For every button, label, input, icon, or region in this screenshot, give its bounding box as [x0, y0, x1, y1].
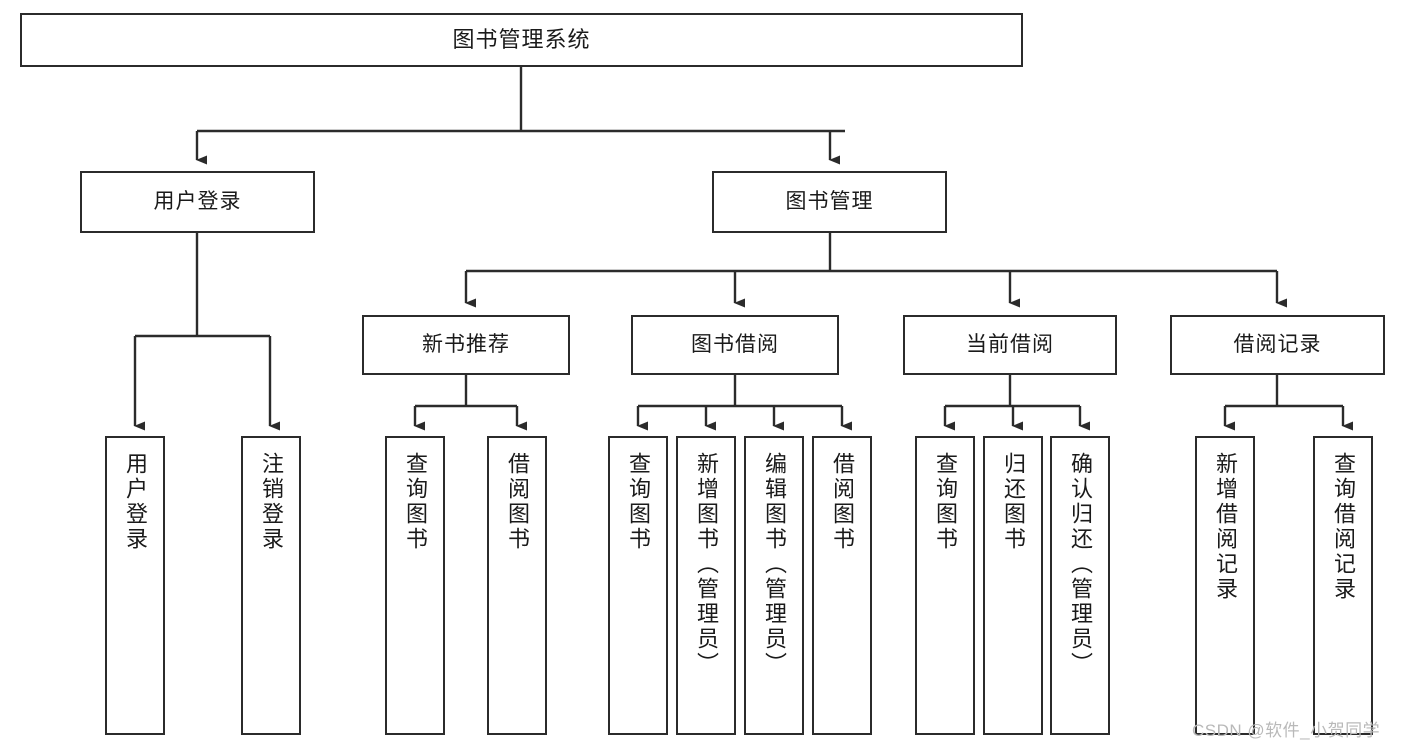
- node-leaf-borrow-book[interactable]: 借阅图书: [812, 436, 872, 735]
- node-leaf-edit-book-admin[interactable]: 编辑图书（管理员）: [744, 436, 804, 735]
- node-label: 查询借阅记录: [1331, 452, 1356, 602]
- node-new-book-recommend[interactable]: 新书推荐: [362, 315, 570, 375]
- node-label: 查询图书: [403, 452, 428, 552]
- node-label: 用户登录: [153, 189, 242, 213]
- node-label: 查询图书: [933, 452, 958, 552]
- node-label: 编辑图书（管理员）: [762, 452, 787, 677]
- node-label: 用户登录: [123, 452, 148, 552]
- node-leaf-logout[interactable]: 注销登录: [241, 436, 301, 735]
- node-label: 新增借阅记录: [1213, 452, 1238, 602]
- node-label: 当前借阅: [966, 332, 1054, 356]
- node-current-borrow[interactable]: 当前借阅: [903, 315, 1117, 375]
- node-label: 新书推荐: [422, 332, 510, 356]
- node-leaf-query-book-current[interactable]: 查询图书: [915, 436, 975, 735]
- node-leaf-query-book-newbook[interactable]: 查询图书: [385, 436, 445, 735]
- node-leaf-add-book-admin[interactable]: 新增图书（管理员）: [676, 436, 736, 735]
- node-borrow-records[interactable]: 借阅记录: [1170, 315, 1385, 375]
- watermark: CSDN @软件_小贺同学: [1192, 721, 1381, 740]
- node-leaf-add-borrow-record[interactable]: 新增借阅记录: [1195, 436, 1255, 735]
- node-label: 图书管理: [785, 189, 874, 213]
- node-label: 归还图书: [1001, 452, 1026, 552]
- node-book-management[interactable]: 图书管理: [712, 171, 947, 233]
- node-leaf-return-book[interactable]: 归还图书: [983, 436, 1043, 735]
- node-user-login[interactable]: 用户登录: [80, 171, 315, 233]
- node-label: 图书借阅: [691, 332, 779, 356]
- node-label: 借阅记录: [1233, 332, 1322, 356]
- node-label: 借阅图书: [505, 452, 530, 552]
- node-leaf-user-login[interactable]: 用户登录: [105, 436, 165, 735]
- node-leaf-confirm-return-admin[interactable]: 确认归还（管理员）: [1050, 436, 1110, 735]
- node-book-borrow[interactable]: 图书借阅: [631, 315, 839, 375]
- node-label: 新增图书（管理员）: [694, 452, 719, 677]
- node-leaf-borrow-book-newbook[interactable]: 借阅图书: [487, 436, 547, 735]
- node-leaf-query-borrow-record[interactable]: 查询借阅记录: [1313, 436, 1373, 735]
- node-root-book-management-system[interactable]: 图书管理系统: [20, 13, 1023, 67]
- node-label: 借阅图书: [830, 452, 855, 552]
- node-leaf-query-book-borrow[interactable]: 查询图书: [608, 436, 668, 735]
- node-label: 图书管理系统: [452, 27, 591, 53]
- node-label: 注销登录: [259, 452, 284, 552]
- node-label: 查询图书: [626, 452, 651, 552]
- node-label: 确认归还（管理员）: [1068, 452, 1093, 677]
